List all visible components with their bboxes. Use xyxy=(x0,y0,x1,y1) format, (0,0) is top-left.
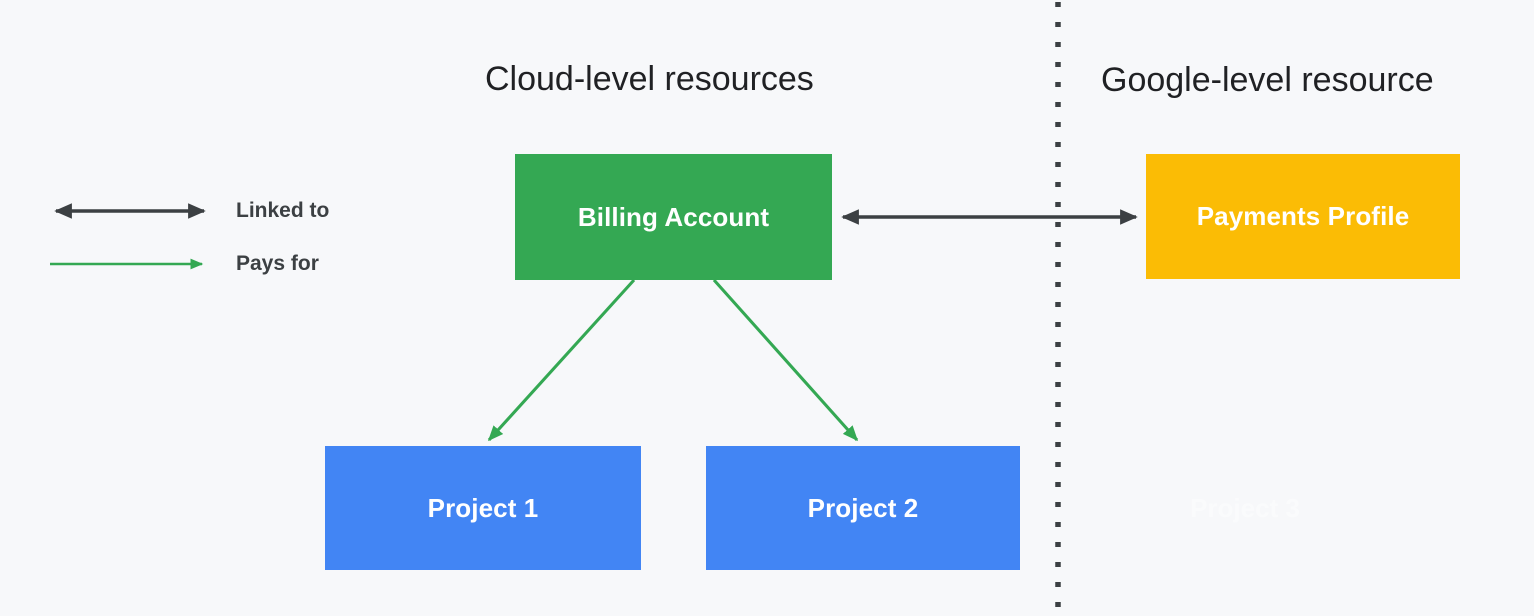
cloud-level-resources-title: Cloud-level resources xyxy=(485,60,814,98)
legend-item-linked-to-label: Linked to xyxy=(236,199,330,222)
node-billing-account-label: Billing Account xyxy=(577,201,770,232)
edge-billing-to-project-1 xyxy=(487,278,636,442)
node-project-1[interactable]: Project 1 xyxy=(325,446,641,570)
legend-item-pays-for-label: Pays for xyxy=(236,252,319,275)
node-project-2-label: Project 2 xyxy=(807,492,919,523)
google-level-resource-title: Google-level resource xyxy=(1101,61,1434,99)
edge-billing-to-project-2 xyxy=(712,278,859,442)
node-project-1-label: Project 1 xyxy=(427,492,539,523)
node-billing-account[interactable]: Billing Account xyxy=(515,154,832,280)
node-project-2[interactable]: Project 2 xyxy=(706,446,1020,570)
node-payments-profile[interactable]: Payments Profile xyxy=(1146,154,1460,279)
node-project-3-label: Project 3 xyxy=(1190,492,1300,523)
node-payments-profile-label: Payments Profile xyxy=(1196,201,1410,231)
node-project-3: Project 3 xyxy=(1088,446,1402,570)
